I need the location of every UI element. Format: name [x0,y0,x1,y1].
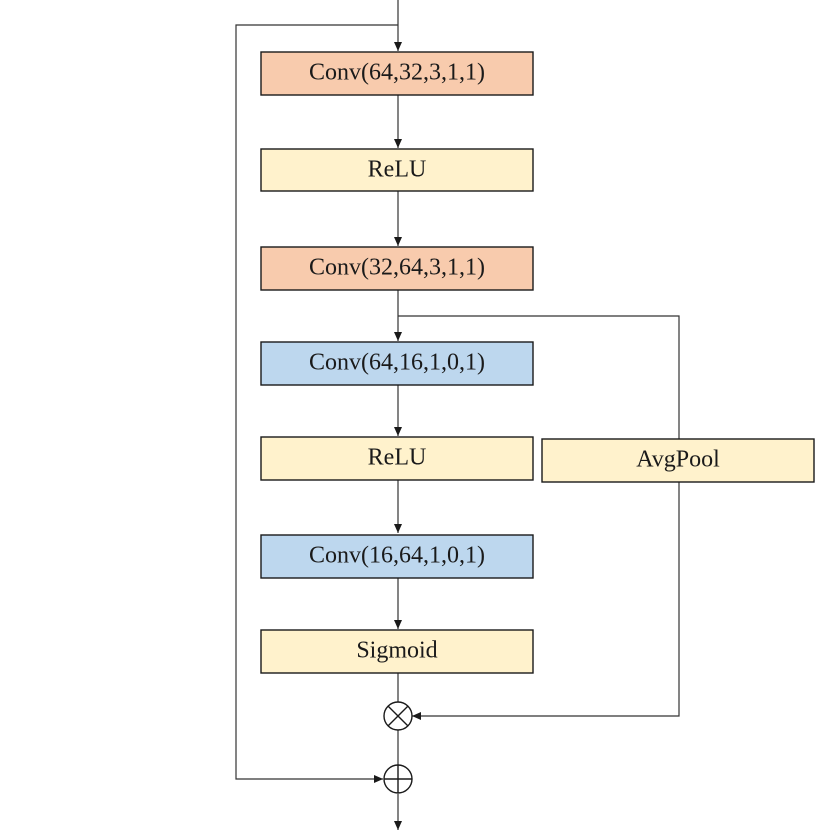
block-sigmoid-label: Sigmoid [356,638,437,664]
multiply-icon [383,701,413,731]
block-conv3-label: Conv(64,16,1,0,1) [309,350,485,376]
block-conv4: Conv(16,64,1,0,1) [260,534,534,579]
residual-skip-connection [235,24,398,783]
block-conv1-box [260,51,534,96]
block-conv4-label: Conv(16,64,1,0,1) [309,543,485,569]
block-conv3: Conv(64,16,1,0,1) [260,341,534,386]
block-conv4-box [260,534,534,579]
attention-branch-to-avgpool [398,315,680,439]
block-conv3-box [260,341,534,386]
block-relu2-label: ReLU [368,445,427,471]
block-conv2-box [260,246,534,291]
block-relu1-box [260,148,534,192]
block-conv2-label: Conv(32,64,3,1,1) [309,255,485,281]
block-relu1-label: ReLU [368,157,427,183]
block-conv1: Conv(64,32,3,1,1) [260,51,534,96]
block-avgpool: AvgPool [541,438,815,483]
connectors [235,0,680,830]
block-avgpool-label: AvgPool [636,447,720,473]
block-sigmoid-box [260,629,534,674]
block-conv2: Conv(32,64,3,1,1) [260,246,534,291]
avgpool-to-multiply [412,482,680,720]
block-relu2-box [260,436,534,481]
block-avgpool-box [541,438,815,483]
block-sigmoid: Sigmoid [260,629,534,674]
block-relu2: ReLU [260,436,534,481]
block-relu1: ReLU [260,148,534,192]
block-conv1-label: Conv(64,32,3,1,1) [309,60,485,86]
add-icon [383,764,413,794]
